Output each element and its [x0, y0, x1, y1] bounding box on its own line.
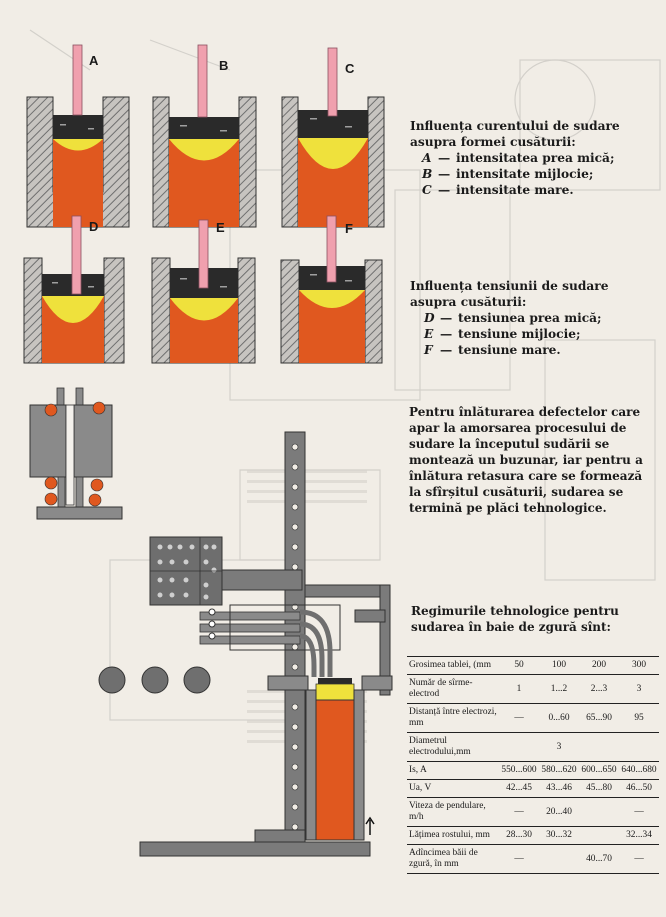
defects-paragraph: Pentru înlăturarea defectelor care apar … [409, 405, 643, 515]
current-influence-title: Influența curentului de sudare asupra fo… [410, 119, 620, 149]
voltage-item-f: F—tensiune mare. [424, 343, 561, 357]
weld-panel-c [281, 47, 385, 228]
table-row: Adîncimea băii de zgură, în mm — 40...70… [407, 844, 659, 874]
table-row: Distanță între electrozi, mm — 0...60 65… [407, 703, 659, 733]
table-row: Grosimea tablei, (mm 50 100 200 300 [407, 656, 659, 675]
regime-title: Regimurile tehnologice pentru sudarea în… [411, 604, 619, 634]
panel-label-a: A [89, 53, 99, 68]
panel-label-d: D [89, 219, 99, 234]
voltage-influence-caption: Influența tensiunii de sudare asupra cus… [410, 278, 650, 358]
current-item-c: C—intensitate mare. [422, 183, 574, 197]
table-row: Număr de sîrme-electrod 1 1...2 2...3 3 [407, 674, 659, 704]
table-row: Diametrul electrodului,mm 3 [407, 732, 659, 762]
weld-panel-b [152, 44, 257, 228]
panel-label-c: C [345, 61, 355, 76]
current-item-a: A—intensitatea prea mică; [422, 151, 615, 165]
weld-panel-a [26, 44, 130, 228]
panel-label-f: F [345, 221, 353, 236]
table-row: Is, A 550...600 580...620 600...650 640.… [407, 761, 659, 780]
voltage-item-e: E—tensiune mijlocie; [424, 327, 581, 341]
table-row: Ua, V 42...45 43...46 45...80 46...50 [407, 779, 659, 798]
current-influence-caption: Influența curentului de sudare asupra fo… [410, 118, 658, 198]
welding-machine-figure [29, 387, 393, 857]
regime-table: Grosimea tablei, (mm 50 100 200 300 Numă… [407, 656, 659, 874]
wire-coils [98, 666, 211, 694]
panel-label-e: E [216, 220, 225, 235]
control-boxes [149, 536, 223, 606]
weld-panel-e [151, 219, 256, 364]
current-item-b: B—intensitate mijlocie; [422, 167, 594, 181]
weld-slab [267, 675, 393, 841]
table-row: Lățimea rostului, mm 28...30 30...32 32.… [407, 826, 659, 845]
weld-panel-f [280, 215, 383, 364]
voltage-item-d: D—tensiunea prea mică; [424, 311, 602, 325]
wire-feeder [199, 569, 391, 696]
plate-joint-sketch [29, 387, 123, 520]
voltage-influence-title: Influența tensiunii de sudare asupra cus… [410, 279, 609, 309]
panel-label-b: B [219, 58, 229, 73]
weld-panel-d [23, 215, 125, 364]
table-row: Viteza de pendulare, m/h — 20...40 — [407, 797, 659, 827]
